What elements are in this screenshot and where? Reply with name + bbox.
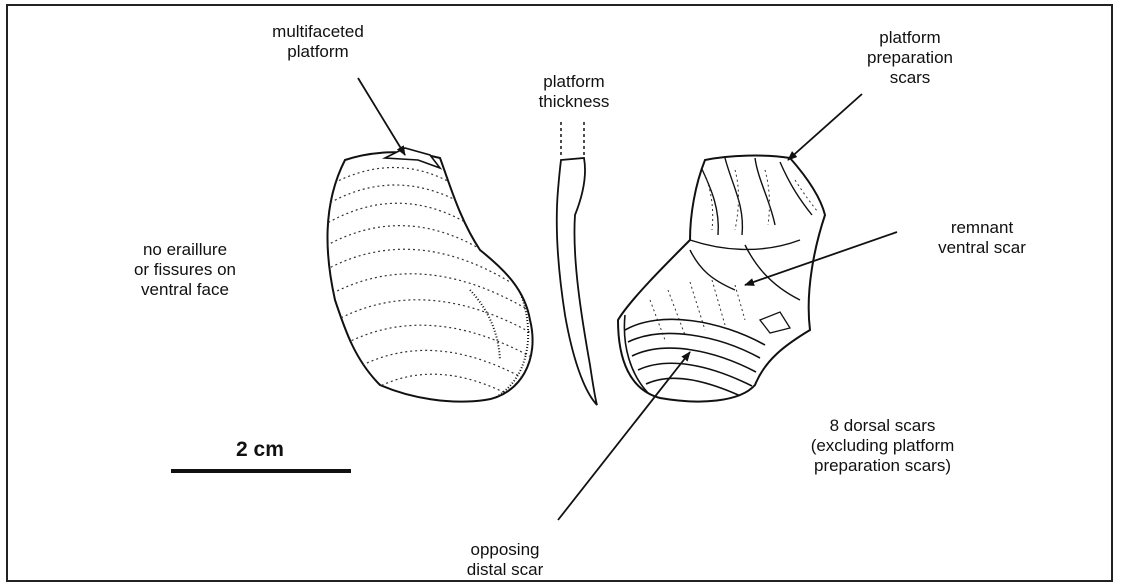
label-no-eraillure: no eraillure or fissures on ventral face <box>115 240 255 300</box>
profile-view-flake <box>557 122 597 405</box>
label-multifaceted-platform: multifaceted platform <box>248 22 388 62</box>
arrow-opposing-distal-scar <box>558 352 690 520</box>
arrow-multifaceted-platform <box>358 78 405 155</box>
label-platform-thickness: platform thickness <box>522 72 626 112</box>
ventral-view-flake <box>322 148 540 410</box>
label-opposing-distal-scar: opposing distal scar <box>450 540 560 580</box>
scale-bar-label: 2 cm <box>236 438 284 462</box>
label-dorsal-scars: 8 dorsal scars (excluding platform prepa… <box>790 416 975 476</box>
dorsal-view-flake <box>618 156 825 402</box>
arrow-platform-preparation-scars <box>788 94 862 160</box>
label-platform-preparation-scars: platform preparation scars <box>850 28 970 88</box>
label-remnant-ventral-scar: remnant ventral scar <box>918 218 1046 258</box>
